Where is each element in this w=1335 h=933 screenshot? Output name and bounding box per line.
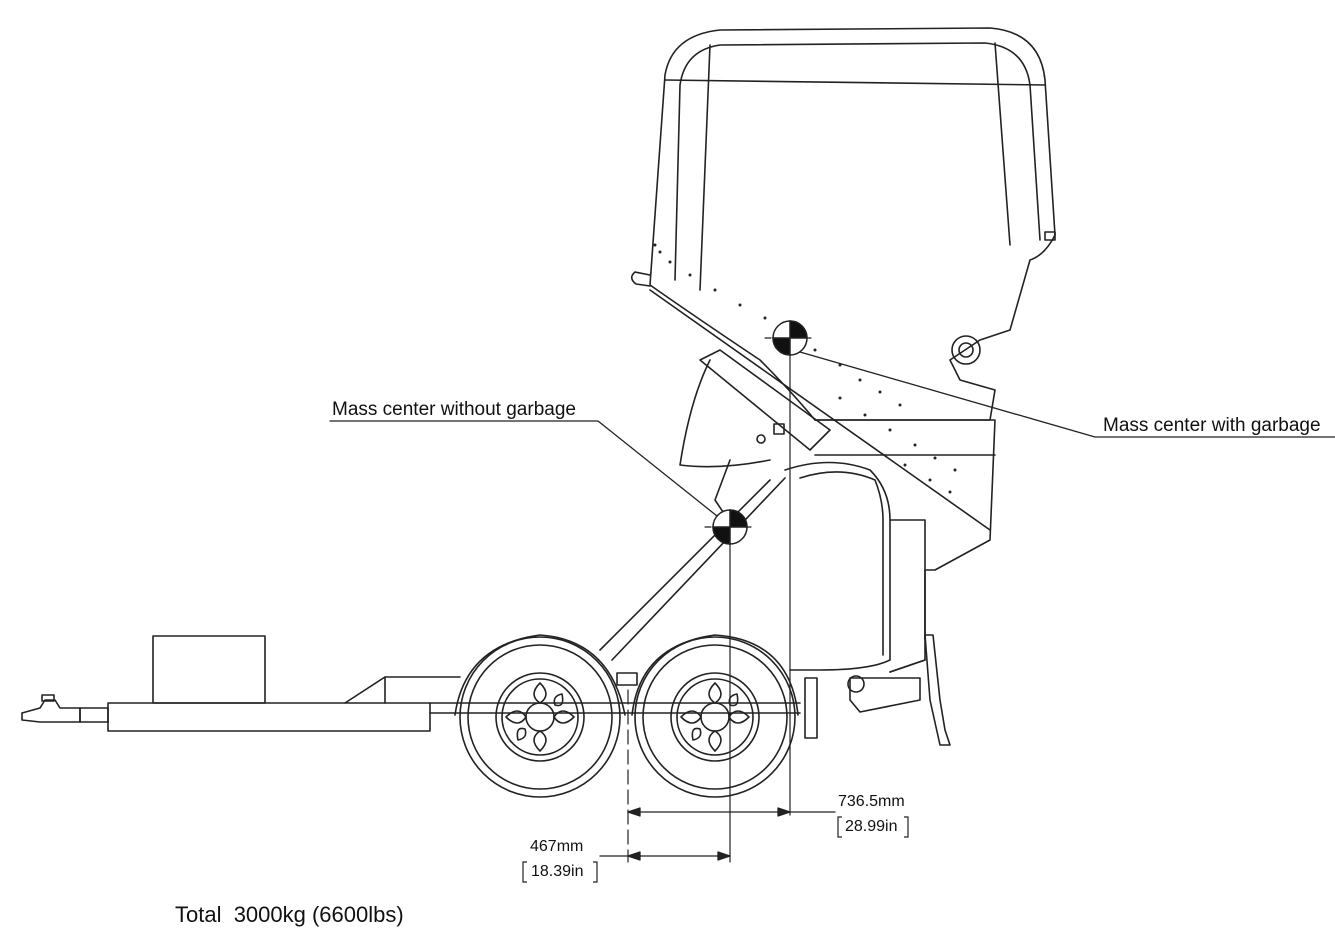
leader-line-with	[799, 351, 1335, 438]
label-mass-center-without-garbage: Mass center without garbage	[332, 399, 576, 420]
chassis	[79, 635, 818, 739]
dimension-front-mm: 467mm	[530, 838, 583, 855]
label-mass-center-with-garbage: Mass center with garbage	[1103, 415, 1321, 436]
bin-body	[599, 459, 926, 673]
dimension-rear-in: 28.99in	[845, 818, 898, 835]
leader-lines	[329, 351, 1335, 521]
front-wheel	[454, 634, 626, 798]
hopper	[649, 289, 996, 641]
total-weight-label: Total 3000kg (6600lbs)	[175, 902, 404, 927]
dimension-rear-mm: 736.5mm	[838, 793, 905, 810]
bin-lid	[630, 27, 1056, 421]
leader-line-without	[329, 420, 723, 521]
rear-wheel	[631, 634, 799, 798]
rear-stand	[847, 634, 951, 746]
tow-hitch	[21, 694, 81, 723]
dimension-lines	[599, 807, 836, 861]
mass-center-reference-lines	[627, 337, 816, 863]
lid-dot-pattern	[653, 243, 957, 494]
dimension-front-in: 18.39in	[531, 863, 584, 880]
mass-center-symbol-with-garbage	[772, 320, 808, 356]
mass-center-symbol-without-garbage	[712, 509, 748, 545]
